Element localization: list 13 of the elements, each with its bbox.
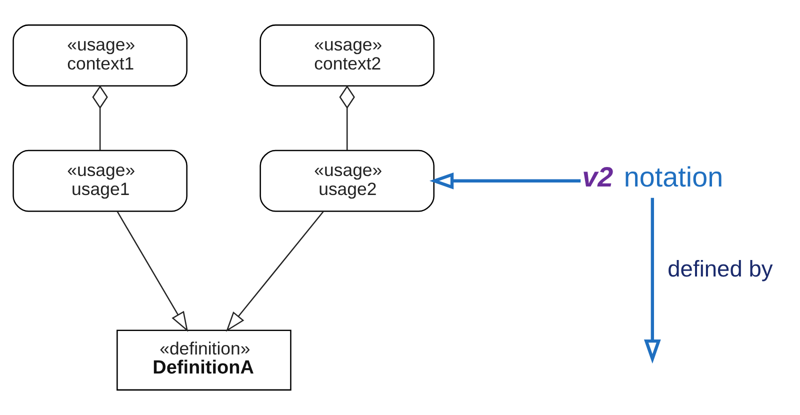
arrow: [644, 198, 661, 364]
arrow: [226, 210, 324, 332]
node-box: «usage» usage1: [12, 150, 188, 212]
arrow: [430, 172, 581, 190]
edge-label: defined by: [668, 255, 773, 282]
arrow: [116, 211, 188, 332]
node-box: «definition» DefinitionA: [116, 330, 292, 391]
node-box: «usage» context1: [12, 24, 188, 87]
node-text: v2 notation: [582, 162, 724, 193]
connector: [339, 85, 355, 150]
node-box: «usage» usage2: [260, 150, 435, 212]
connector: [92, 85, 108, 150]
node-box: «usage» context2: [260, 24, 435, 87]
